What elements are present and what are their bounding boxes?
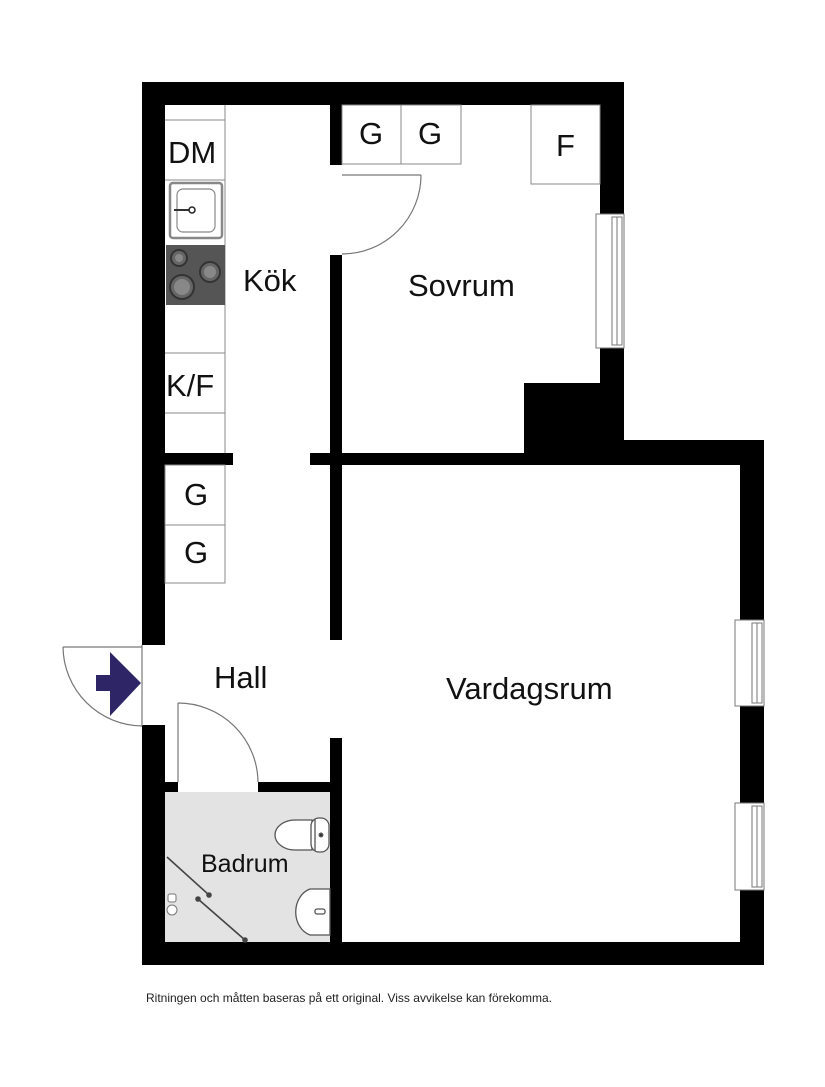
outer-walls <box>142 82 764 965</box>
disclaimer-text: Ritningen och måtten baseras på ett orig… <box>146 991 552 1005</box>
sovrum-wardrobes <box>341 104 601 185</box>
stove-icon <box>166 245 225 305</box>
fixture-label-wardrobe-sovrum-1: G <box>359 116 384 151</box>
hall-wardrobes <box>164 464 226 584</box>
fixture-label-wardrobe-hall-1: G <box>184 477 209 512</box>
entrance-arrow-icon <box>96 652 141 716</box>
interior-walls <box>165 105 740 942</box>
room-label-vardagsrum: Vardagsrum <box>446 671 613 706</box>
window-vardagsrum-2 <box>734 802 765 891</box>
room-label-sovrum: Sovrum <box>408 268 515 303</box>
window-vardagsrum-1 <box>734 619 765 707</box>
toilet-icon <box>274 817 330 853</box>
fixture-label-dishwasher: DM <box>168 135 217 170</box>
washbasin-icon <box>295 888 331 936</box>
kitchen-sink-icon <box>168 181 224 240</box>
window-sovrum <box>595 213 625 349</box>
room-label-hall: Hall <box>214 660 268 695</box>
fixture-label-wardrobe-sovrum-2: G <box>418 116 443 151</box>
fixture-label-wardrobe-hall-2: G <box>184 535 209 570</box>
shower-icon <box>166 856 248 943</box>
shower-mixer-icon <box>166 893 178 916</box>
door-entrance <box>62 645 143 727</box>
room-label-badrum: Badrum <box>201 850 289 878</box>
door-badrum <box>177 702 259 783</box>
fixture-label-fridge-freezer: K/F <box>166 368 215 403</box>
room-label-kok: Kök <box>243 263 297 298</box>
fixture-label-linen-closet: F <box>556 128 575 163</box>
door-sovrum <box>341 174 422 255</box>
